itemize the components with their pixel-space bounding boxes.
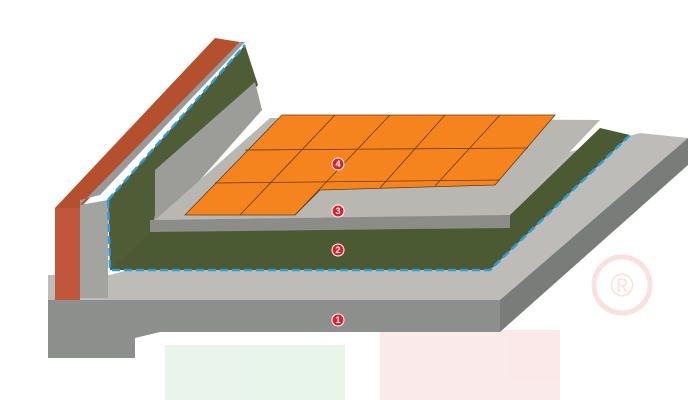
inner-wall [155,82,262,220]
marker-1: 1 [331,313,345,327]
screed-front [150,215,510,232]
svg-text:4: 4 [335,159,340,169]
marker-4: 4 [331,157,345,171]
marker-3: 3 [331,204,345,218]
watermark-logo: ® [165,254,653,400]
marker-2: 2 [331,243,345,257]
membrane-floor [110,128,630,270]
svg-text:1: 1 [335,315,340,325]
concrete-wall [80,42,245,205]
base-slab-side [500,138,688,332]
svg-text:®: ® [610,267,634,303]
waterproof-line [107,44,246,201]
waterproof-line-floor [106,134,631,272]
brick-wall-front [55,208,80,300]
svg-text:2: 2 [335,245,340,255]
concrete-wall-front [80,200,108,298]
svg-text:3: 3 [335,206,340,216]
tile-layer [184,114,556,216]
brick-wall [55,38,240,208]
base-slab-front [48,300,500,358]
